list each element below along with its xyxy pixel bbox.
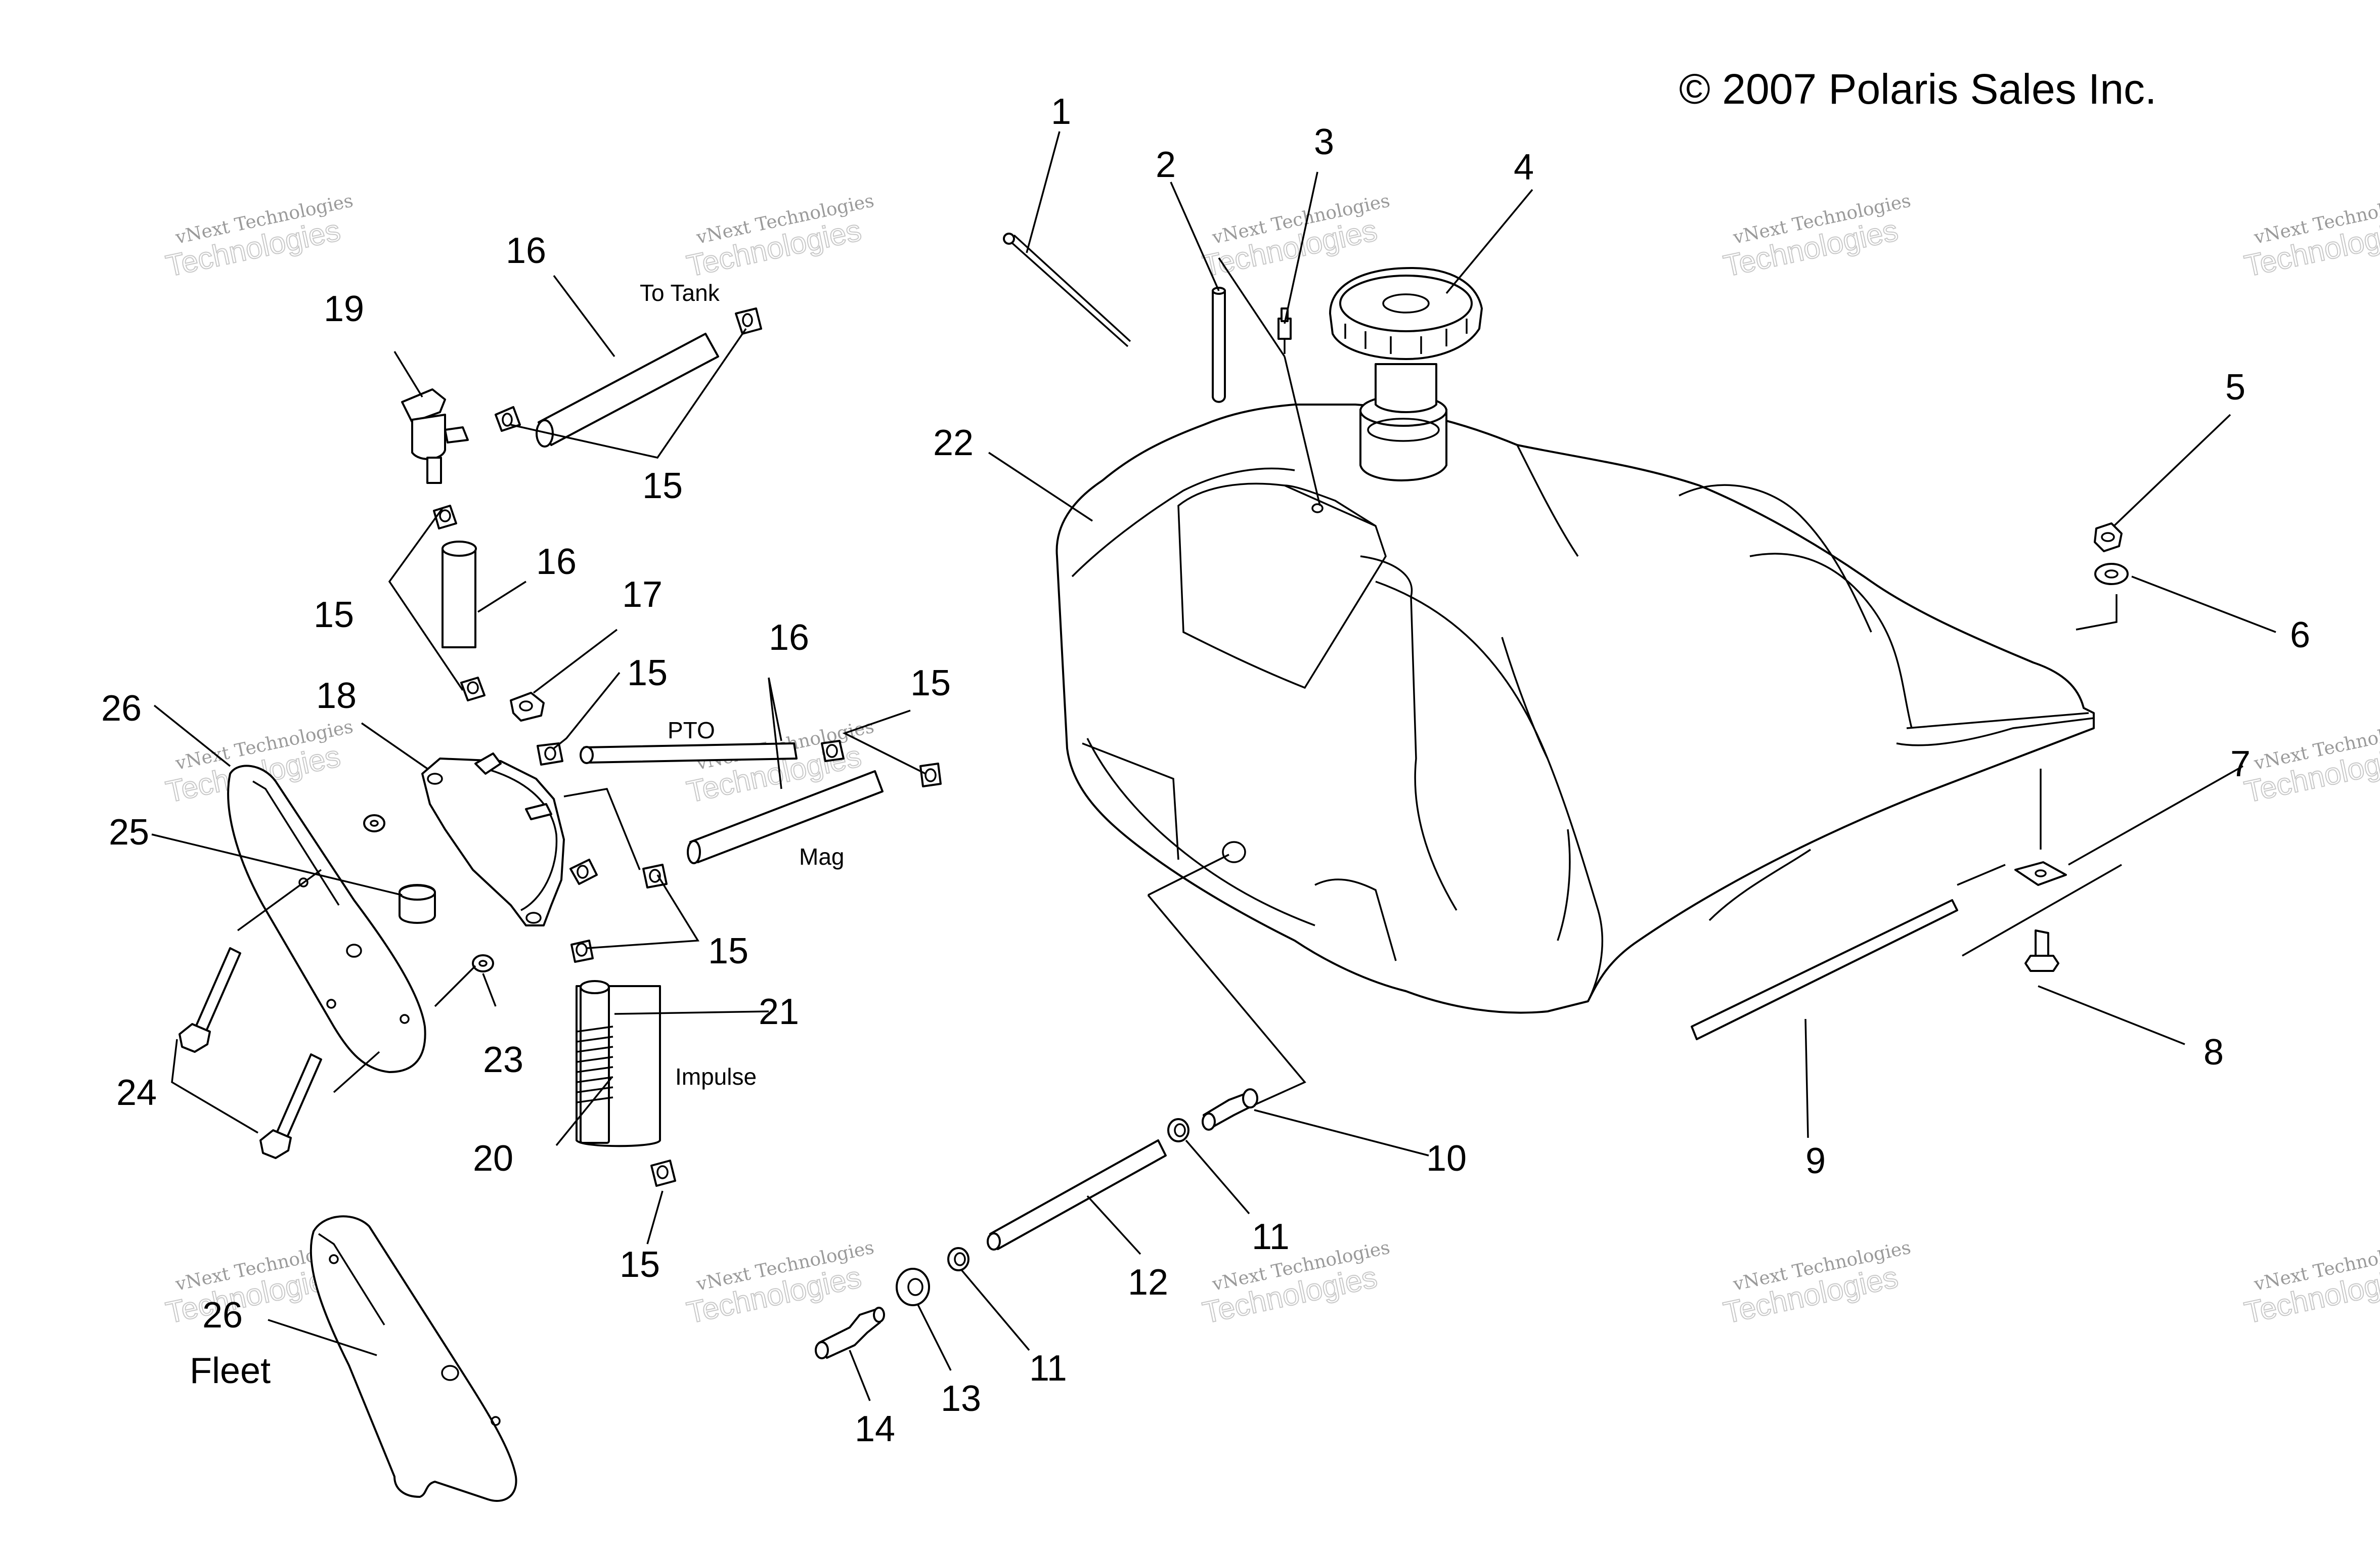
callout-15: 15 bbox=[642, 466, 683, 506]
watermark: Technologies vNext Technologies bbox=[683, 1237, 876, 1330]
hose-clamp bbox=[537, 742, 563, 766]
copyright-notice: © 2007 Polaris Sales Inc. bbox=[1679, 65, 2156, 113]
watermark: Technologies vNext Technologies bbox=[2241, 1237, 2380, 1330]
callout-23: 23 bbox=[483, 1040, 523, 1080]
callout-20: 20 bbox=[473, 1138, 513, 1179]
callout-24: 24 bbox=[116, 1073, 157, 1113]
callout-7: 7 bbox=[2230, 744, 2251, 784]
spring-guard bbox=[576, 1026, 613, 1103]
note-to-tank: To Tank bbox=[640, 280, 720, 306]
callout-26: 26 bbox=[202, 1295, 243, 1336]
hose-clamp bbox=[569, 859, 598, 885]
mounting-strip bbox=[1691, 899, 1958, 1040]
washer bbox=[363, 814, 385, 832]
callout-15: 15 bbox=[910, 663, 951, 703]
heat-shield-bracket bbox=[227, 765, 426, 1073]
hose-clamp bbox=[735, 307, 762, 335]
fitting bbox=[815, 1307, 885, 1359]
fleet-heat-shield bbox=[310, 1215, 517, 1502]
grommet bbox=[896, 1268, 930, 1306]
callout-6: 6 bbox=[2290, 615, 2310, 655]
watermark: Technologies vNext Technologies bbox=[1199, 1237, 1392, 1330]
hose-clamp bbox=[460, 677, 486, 701]
note-mag: Mag bbox=[799, 843, 844, 870]
watermark: Technologies vNext Technologies bbox=[162, 190, 355, 283]
leader-lines bbox=[151, 131, 2276, 1401]
callout-11: 11 bbox=[1029, 1348, 1067, 1389]
bolt bbox=[259, 1053, 322, 1159]
fuel-tank bbox=[1055, 404, 2095, 1014]
watermark: Technologies vNext Technologies bbox=[2241, 190, 2380, 283]
washer bbox=[2094, 563, 2129, 585]
callout-18: 18 bbox=[316, 676, 357, 716]
callout-11: 11 bbox=[1252, 1217, 1290, 1257]
fitting-17 bbox=[510, 692, 545, 722]
notes: To Tank PTO Mag Impulse Fleet bbox=[190, 280, 844, 1391]
pto-hose bbox=[580, 742, 798, 764]
callout-19: 19 bbox=[324, 289, 364, 329]
watermark: Technologies vNext Technologies bbox=[683, 190, 876, 283]
callout-16: 16 bbox=[506, 231, 546, 271]
mount-bolt bbox=[2024, 929, 2059, 972]
callout-4: 4 bbox=[1514, 147, 1534, 188]
note-fleet: Fleet bbox=[190, 1351, 271, 1391]
callout-16: 16 bbox=[769, 617, 809, 658]
watermark: Technologies vNext Technologies bbox=[1720, 190, 1913, 283]
vent-hose bbox=[1212, 287, 1226, 403]
bolt bbox=[179, 947, 241, 1053]
callout-8: 8 bbox=[2203, 1032, 2224, 1073]
watermark: Technologies vNext Technologies bbox=[1720, 1237, 1913, 1330]
hose-clamp bbox=[433, 505, 457, 529]
cable-tie bbox=[1003, 233, 1131, 347]
hose-clamp bbox=[821, 740, 845, 762]
note-pto: PTO bbox=[668, 717, 715, 743]
tank-outlet-fitting bbox=[1202, 1088, 1258, 1131]
callout-25: 25 bbox=[109, 812, 149, 853]
fuel-valve bbox=[401, 388, 469, 484]
note-impulse: Impulse bbox=[675, 1063, 757, 1090]
callout-2: 2 bbox=[1156, 145, 1176, 185]
callout-13: 13 bbox=[941, 1379, 981, 1419]
mag-hose bbox=[687, 770, 884, 864]
callout-1: 1 bbox=[1051, 92, 1071, 132]
callout-10: 10 bbox=[1426, 1138, 1467, 1179]
callout-12: 12 bbox=[1128, 1262, 1168, 1303]
hose-clamp bbox=[650, 1160, 676, 1187]
callout-15: 15 bbox=[627, 653, 668, 693]
callout-3: 3 bbox=[1314, 122, 1334, 162]
hose-clamp bbox=[570, 940, 594, 963]
fuel-cap bbox=[1329, 267, 1483, 413]
callout-15: 15 bbox=[314, 595, 354, 635]
callout-26: 26 bbox=[101, 688, 142, 729]
watermark: Technologies vNext Technologies bbox=[2241, 716, 2380, 809]
hose-clamp bbox=[947, 1247, 969, 1271]
grommet bbox=[399, 884, 436, 924]
vent-fitting bbox=[1277, 307, 1292, 354]
callout-16: 16 bbox=[536, 542, 577, 582]
callout-15: 15 bbox=[620, 1245, 660, 1285]
callout-21: 21 bbox=[759, 992, 799, 1032]
callout-14: 14 bbox=[855, 1409, 895, 1449]
callout-5: 5 bbox=[2225, 367, 2245, 408]
hose-clamp bbox=[495, 406, 521, 432]
callout-15: 15 bbox=[708, 931, 748, 971]
callout-22: 22 bbox=[933, 423, 974, 463]
callouts: 1 2 3 4 5 6 7 8 9 10 11 11 12 13 14 15 1… bbox=[101, 92, 2310, 1449]
mount-pad bbox=[2014, 861, 2067, 886]
callout-9: 9 bbox=[1805, 1141, 1826, 1181]
fuel-line-hose bbox=[987, 1139, 1167, 1251]
impulse-hose-body bbox=[580, 980, 610, 1144]
vertical-hose bbox=[442, 541, 477, 648]
fuel-pump bbox=[421, 752, 565, 926]
nut bbox=[2094, 522, 2123, 552]
hose-to-tank bbox=[536, 333, 719, 448]
washer bbox=[472, 954, 494, 972]
hose-clamp bbox=[919, 763, 942, 787]
callout-17: 17 bbox=[622, 574, 663, 615]
hose-clamp bbox=[1167, 1118, 1189, 1142]
